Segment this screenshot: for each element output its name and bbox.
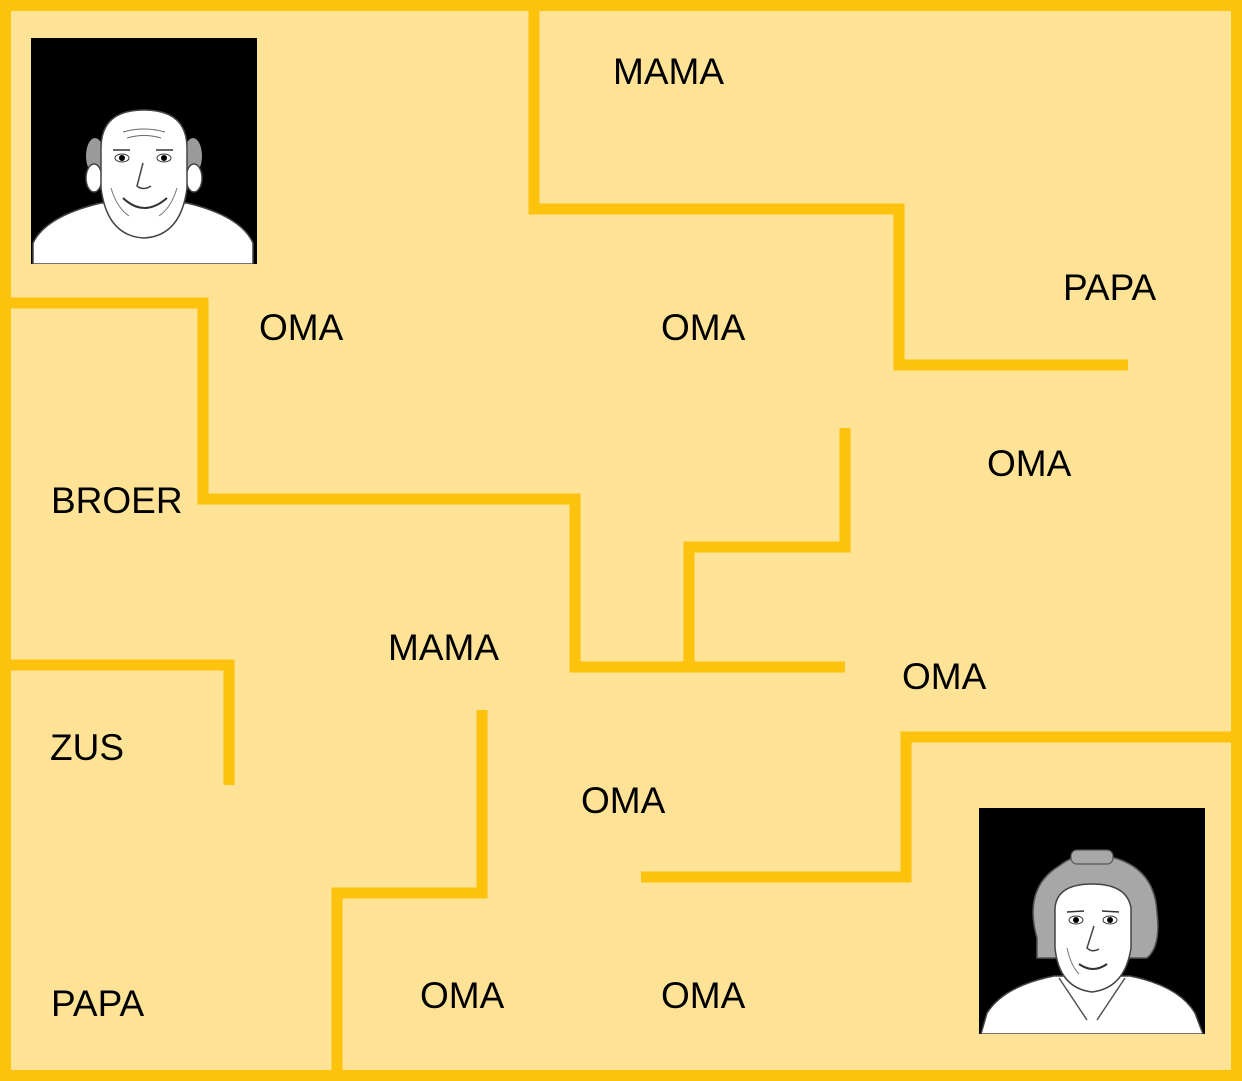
grandmother-portrait: [979, 808, 1205, 1034]
maze-word: PAPA: [1063, 267, 1157, 308]
maze-word: OMA: [259, 307, 344, 348]
maze-word: MAMA: [388, 627, 499, 668]
maze-wall: [5, 659, 235, 785]
maze-word: OMA: [661, 307, 746, 348]
maze-word: PAPA: [51, 983, 145, 1024]
maze-word: OMA: [581, 780, 666, 821]
maze-word: OMA: [987, 443, 1072, 484]
maze-word: OMA: [420, 975, 505, 1016]
maze-word: OMA: [902, 656, 987, 697]
maze-wall: [641, 731, 1236, 883]
maze-wall: [331, 710, 488, 1075]
maze-wall: [5, 297, 845, 673]
maze-word: ZUS: [50, 727, 124, 768]
maze-word: OMA: [661, 975, 746, 1016]
maze-word: BROER: [51, 480, 183, 521]
maze-wall: [683, 428, 851, 667]
grandfather-portrait: [31, 38, 257, 264]
maze-wall: [528, 5, 1128, 371]
maze-word: MAMA: [613, 51, 724, 92]
